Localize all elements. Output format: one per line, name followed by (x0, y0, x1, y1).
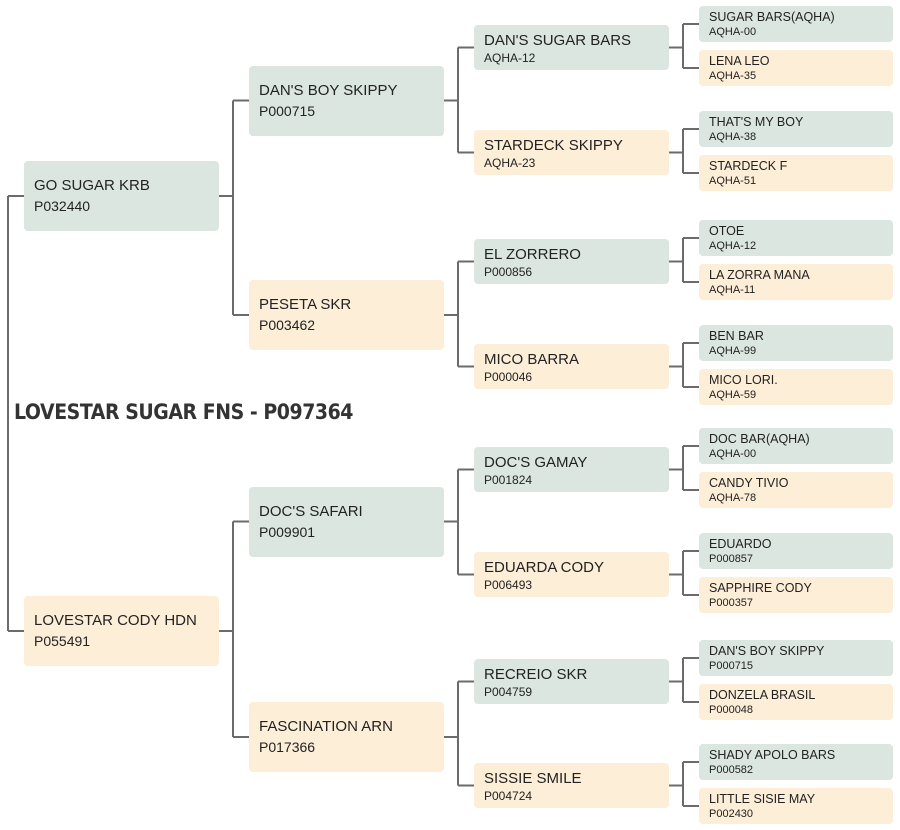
registration-number: AQHA-11 (709, 283, 756, 296)
registration-number: P032440 (34, 198, 91, 214)
horse-name: STARDECK F (709, 158, 788, 173)
registration-number: P003462 (259, 317, 316, 333)
horse-name: MICO LORI. (709, 372, 778, 387)
horse-name: LITTLE SISIE MAY (709, 791, 816, 806)
horse-name: DONZELA BRASIL (709, 687, 816, 702)
horse-node-dan-s-boy-skippy[interactable]: DAN'S BOY SKIPPY P000715 (249, 65, 444, 136)
horse-node-fascination-arn[interactable]: FASCINATION ARN P017366 (249, 702, 444, 772)
horse-name: MICO BARRA (484, 350, 580, 368)
registration-number: AQHA-51 (709, 174, 757, 187)
registration-number: AQHA-23 (484, 155, 536, 170)
horse-node-go-sugar-krb[interactable]: GO SUGAR KRB P032440 (24, 161, 219, 231)
horse-name: SHADY APOLO BARS (709, 747, 836, 762)
horse-name: PESETA SKR (259, 296, 352, 313)
horse-name: SISSIE SMILE (484, 769, 582, 787)
registration-number: AQHA-99 (709, 344, 757, 357)
horse-node-peseta-skr[interactable]: PESETA SKR P003462 (249, 280, 444, 350)
horse-name: DAN'S SUGAR BARS (484, 31, 632, 49)
registration-number: P002430 (709, 807, 754, 820)
horse-name: LENA LEO (709, 53, 770, 68)
horse-name: DOC'S GAMAY (484, 453, 588, 471)
horse-name: SAPPHIRE CODY (709, 580, 812, 595)
registration-number: AQHA-35 (709, 69, 757, 82)
horse-name: BEN BAR (709, 328, 764, 343)
registration-number: AQHA-00 (709, 25, 757, 38)
registration-number: AQHA-59 (709, 388, 757, 401)
registration-number: P000357 (709, 596, 754, 609)
registration-number: P000857 (709, 552, 754, 565)
registration-number: P000715 (259, 102, 316, 119)
horse-name: DAN'S BOY SKIPPY (709, 643, 825, 658)
horse-name: LOVESTAR CODY HDN (34, 612, 197, 629)
registration-number: AQHA-12 (709, 239, 757, 252)
registration-number: P055491 (34, 633, 91, 649)
horse-node-lovestar-cody-hdn[interactable]: LOVESTAR CODY HDN P055491 (24, 596, 219, 666)
registration-number: P009901 (259, 523, 316, 540)
registration-number: P004759 (484, 684, 533, 699)
registration-number: AQHA-12 (484, 50, 536, 65)
horse-name: DOC BAR(AQHA) (709, 431, 810, 446)
horse-node-doc-s-safari[interactable]: DOC'S SAFARI P009901 (249, 486, 444, 557)
registration-number: AQHA-38 (709, 130, 757, 143)
horse-name: EDUARDO (709, 536, 772, 551)
registration-number: AQHA-78 (709, 491, 757, 504)
horse-name: GO SUGAR KRB (34, 177, 150, 194)
horse-title: LOVESTAR SUGAR FNS - P097364 (14, 400, 354, 424)
horse-name: DOC'S SAFARI (259, 502, 363, 520)
horse-name: RECREIO SKR (484, 665, 588, 683)
registration-number: P000582 (709, 763, 754, 776)
registration-number: P000046 (484, 369, 533, 384)
registration-number: AQHA-00 (709, 447, 757, 460)
registration-number: P001824 (484, 472, 533, 487)
horse-name: FASCINATION ARN (259, 718, 393, 735)
horse-name: SUGAR BARS(AQHA) (709, 9, 835, 24)
registration-number: P017366 (259, 739, 316, 755)
registration-number: P000715 (709, 659, 754, 672)
registration-number: P000048 (709, 703, 754, 716)
horse-name: EDUARDA CODY (484, 558, 605, 576)
horse-name: THAT'S MY BOY (709, 114, 804, 129)
horse-name: DAN'S BOY SKIPPY (259, 81, 398, 99)
horse-node-sugar-bars-aqha[interactable]: SUGAR BARS(AQHA)AQHA-00 (699, 6, 893, 42)
registration-number: P004724 (484, 788, 533, 803)
horse-name: STARDECK SKIPPY (484, 136, 623, 154)
horse-node-doc-bar-aqha[interactable]: DOC BAR(AQHA)AQHA-00 (699, 428, 893, 464)
horse-name: CANDY TIVIO (709, 475, 789, 490)
horse-name: EL ZORRERO (484, 245, 581, 263)
registration-number: P006493 (484, 577, 533, 592)
horse-name: OTOE (709, 223, 745, 238)
horse-name: LA ZORRA MANA (709, 267, 810, 282)
registration-number: P000856 (484, 264, 533, 279)
horse-node-mico-lori[interactable]: MICO LORI.AQHA-59 (699, 369, 893, 405)
